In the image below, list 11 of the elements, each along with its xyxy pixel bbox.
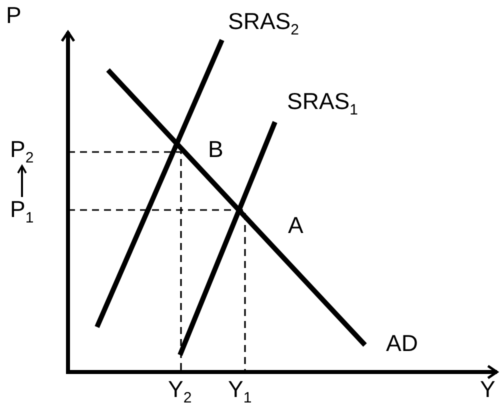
curve-label: AD [386, 330, 418, 356]
axis-label: Y [480, 376, 496, 402]
axis-label: P [6, 2, 22, 28]
price-label: P$_{2}$ [10, 136, 34, 169]
point-label: B [208, 136, 224, 162]
point-label: A [288, 212, 304, 238]
curve-label: SRAS$_{2}$ [228, 8, 299, 41]
curve-label: SRAS$_{1}$ [287, 88, 358, 121]
output-label: Y$_{2}$ [168, 376, 192, 409]
price-label: P$_{1}$ [10, 196, 34, 229]
output-label: Y$_{1}$ [228, 376, 252, 409]
